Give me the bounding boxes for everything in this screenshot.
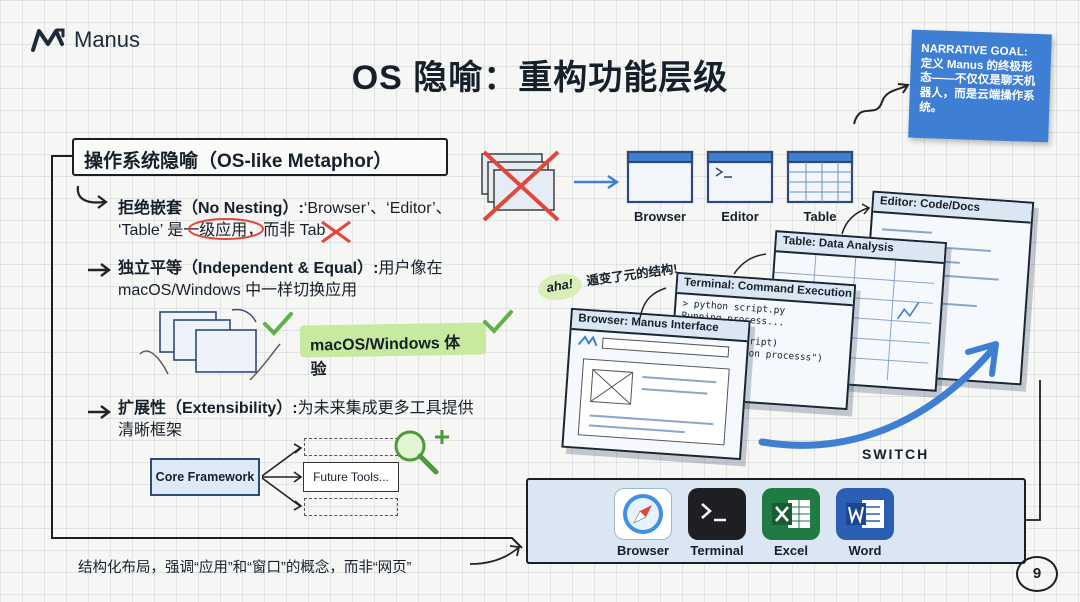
- dock-label: Browser: [616, 543, 670, 558]
- bullet-text: 用户像在: [378, 260, 443, 277]
- app-editor-tile: Editor: [706, 150, 780, 224]
- footer-note: 结构化布局，强调“应用”和“窗口”的概念，而非“网页”: [78, 560, 412, 576]
- app-label: Editor: [721, 209, 759, 224]
- app-table-tile: Table: [786, 150, 860, 224]
- section-title: 操作系统隐喻（OS-like Metaphor）: [72, 138, 448, 176]
- green-check-icon: [483, 310, 513, 334]
- curved-arrow-icon: [76, 185, 108, 209]
- placeholder-tool-slot: [304, 438, 398, 456]
- bullet-head: 扩展性（Extensibility）:: [118, 400, 298, 417]
- brand-name: Manus: [74, 27, 141, 52]
- bullet-independent: 独立平等（Independent & Equal）:用户像在 macOS/Win…: [118, 258, 478, 301]
- bullet-text: 为未来集成更多工具提供: [297, 400, 474, 417]
- bullet-line2: macOS/Windows 中一样切换应用: [118, 281, 358, 299]
- dock-item-browser[interactable]: Browser: [608, 488, 678, 558]
- window-switching-sketch: [139, 308, 281, 381]
- app-browser-tile: Browser: [626, 150, 700, 224]
- dock-label: Excel: [774, 543, 808, 558]
- curved-arrow-icon: [469, 545, 521, 565]
- curly-arrow-icon: [853, 83, 910, 125]
- browser-window-icon: [626, 150, 694, 204]
- brand-logo: Manus: [30, 26, 140, 54]
- page-title: OS 隐喻：重构功能层级: [351, 59, 729, 97]
- future-tools-box: Future Tools...: [303, 462, 399, 492]
- bullet-text: ‘Browser’、‘Editor’、: [303, 200, 452, 217]
- browser-window[interactable]: Browser: Manus Interface: [561, 307, 751, 461]
- branch-arrows: [261, 443, 303, 511]
- browser-content: [577, 335, 730, 446]
- arrow-right-icon: [574, 175, 620, 189]
- dock-item-excel[interactable]: Excel: [756, 488, 826, 558]
- arrow-right-icon: [88, 263, 111, 277]
- bullet-head: 独立平等（Independent & Equal）:: [118, 260, 379, 277]
- crossed-tabs-icon: [481, 150, 560, 222]
- core-framework-box: Core Framework: [150, 458, 260, 496]
- word-w-icon: [836, 488, 894, 540]
- bullet-head: 拒绝嵌套（No Nesting）:: [118, 200, 304, 217]
- page-number: 9: [1016, 556, 1058, 592]
- bullet-extensibility: 扩展性（Extensibility）:为未来集成更多工具提供 清晰框架: [118, 398, 498, 441]
- switch-label: SWITCH: [862, 446, 930, 462]
- dock-label: Word: [848, 543, 882, 558]
- app-label: Browser: [633, 209, 687, 224]
- placeholder-tool-slot: [304, 498, 398, 516]
- magnifier-plus-icon: [394, 430, 449, 475]
- bullet-line2: 清晰框架: [118, 421, 183, 439]
- terminal-prompt-icon: [688, 488, 746, 540]
- app-label: Table: [803, 209, 837, 224]
- manus-logo-icon: [31, 28, 65, 52]
- app-dock: Browser Terminal Excel Word: [526, 478, 1026, 564]
- bullet-no-nesting: 拒绝嵌套（No Nesting）:‘Browser’、‘Editor’、 ‘Ta…: [118, 198, 478, 241]
- red-cross-icon: [321, 220, 351, 244]
- safari-compass-icon: [614, 488, 672, 540]
- editor-window-icon: [706, 150, 774, 204]
- mac-experience-label: macOS/Windows 体验: [299, 322, 487, 378]
- window-arrow: [841, 203, 871, 235]
- highlight-circle: [188, 218, 264, 240]
- bullet-line2: ‘Table’ 是一级应用，而非 Tab: [118, 221, 326, 239]
- window-arrows: [639, 253, 767, 319]
- green-check-icon: [263, 312, 293, 336]
- switch-swoosh-arrow: [758, 341, 999, 449]
- dock-label: Terminal: [690, 543, 744, 558]
- dock-item-word[interactable]: Word: [830, 488, 900, 558]
- excel-x-icon: [762, 488, 820, 540]
- table-window-icon: [786, 150, 854, 204]
- dock-item-terminal[interactable]: Terminal: [682, 488, 752, 558]
- arrow-right-icon: [88, 405, 111, 419]
